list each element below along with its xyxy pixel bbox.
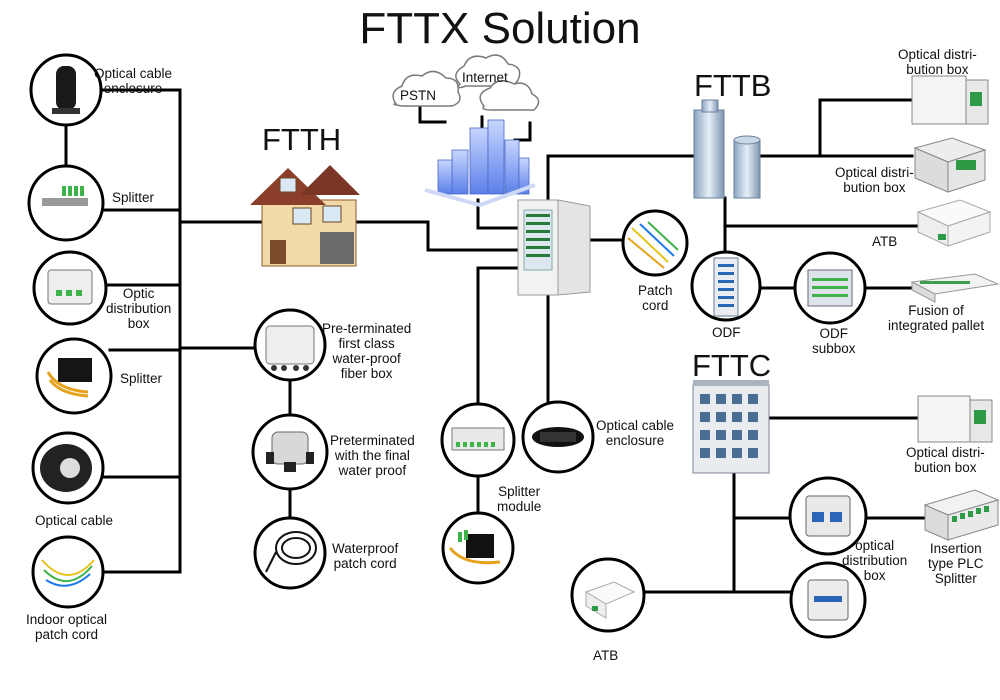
label-fttb-distribution-box-2: Optical distri-bution box bbox=[835, 165, 914, 195]
distribution-cabinet-illustration bbox=[517, 199, 591, 296]
house-illustration bbox=[250, 165, 360, 267]
page-title: FTTX Solution bbox=[359, 4, 641, 53]
insertion-plc-splitter bbox=[923, 489, 1000, 541]
splitter-module-icon bbox=[451, 427, 505, 451]
internet-cloud bbox=[455, 54, 540, 111]
preterminated-final-icon bbox=[266, 431, 314, 472]
section-fttc: FTTC bbox=[692, 348, 772, 383]
splitter-icon-1 bbox=[42, 186, 88, 206]
label-splitter-2: Splitter bbox=[120, 371, 163, 386]
fusion-pallet-tray bbox=[910, 273, 1000, 303]
fttc-box-icon bbox=[805, 495, 851, 537]
indoor-patch-cord-circle bbox=[31, 535, 105, 609]
label-splitter-1: Splitter bbox=[112, 190, 155, 205]
label-fttb-distribution-box-1: Optical distri-bution box bbox=[898, 47, 977, 77]
label-atb-fttc: ATB bbox=[593, 648, 619, 663]
splitter-mid-icon bbox=[448, 530, 501, 565]
patch-cord-icon bbox=[41, 559, 95, 587]
cable-reel-icon bbox=[40, 444, 92, 492]
section-ftth: FTTH bbox=[262, 122, 342, 157]
pstn-label: PSTN bbox=[400, 88, 437, 103]
atb-fttc-icon bbox=[584, 581, 636, 619]
label-odf: ODF bbox=[712, 325, 741, 340]
label-optical-cable: Optical cable bbox=[35, 513, 114, 528]
atb-fttb-box bbox=[916, 199, 992, 247]
patch-cord-mid-icon bbox=[627, 221, 679, 269]
odf-icon bbox=[713, 257, 739, 317]
section-fttb: FTTB bbox=[694, 68, 772, 103]
fttb-towers-illustration bbox=[693, 99, 761, 199]
fttc-building-illustration bbox=[692, 380, 770, 474]
odf-subbox-icon bbox=[807, 269, 853, 307]
fttb-distribution-box-2 bbox=[913, 137, 987, 193]
label-atb-fttb: ATB bbox=[872, 234, 898, 249]
internet-label: Internet bbox=[462, 70, 508, 85]
preterminated-box-icon bbox=[265, 325, 315, 371]
fttb-distribution-box-1 bbox=[911, 75, 989, 125]
splitter-icon-2 bbox=[46, 358, 92, 398]
fttc-box-bottom-icon bbox=[807, 579, 849, 621]
fttc-distribution-box-1 bbox=[917, 395, 993, 443]
enclosure-icon bbox=[52, 66, 80, 114]
enclosure-mid-icon bbox=[532, 427, 584, 447]
city-buildings bbox=[437, 119, 530, 195]
optic-box-icon bbox=[47, 269, 93, 305]
patch-cord-circle bbox=[621, 209, 689, 277]
label-fttc-distribution-box-1: Optical distri-bution box bbox=[906, 445, 985, 475]
waterproof-patch-cord-icon bbox=[265, 531, 317, 573]
pstn-cloud bbox=[392, 70, 461, 107]
